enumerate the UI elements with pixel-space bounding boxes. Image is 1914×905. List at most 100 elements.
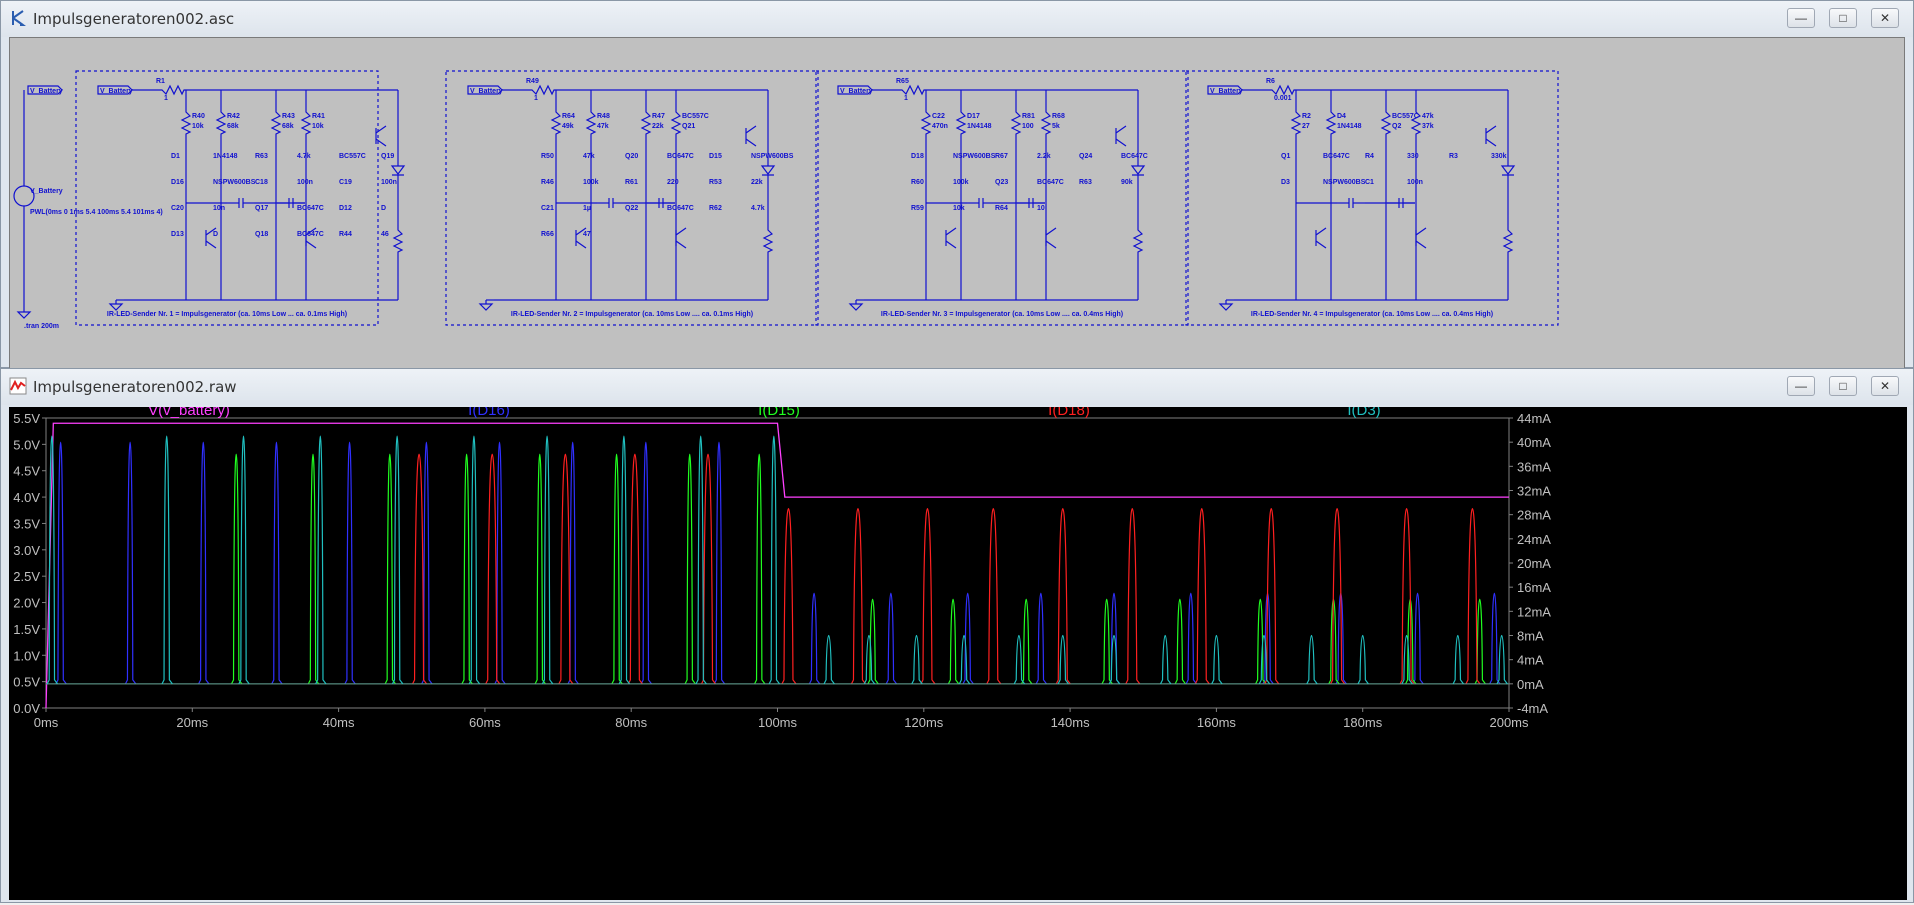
component-label: R63 bbox=[1079, 179, 1092, 186]
component-label: R62 bbox=[709, 205, 722, 212]
y-right-tick-label: -4mA bbox=[1517, 701, 1548, 716]
y-left-tick-label: 4.0V bbox=[13, 490, 40, 505]
resistor-symbol bbox=[1132, 226, 1144, 254]
close-button[interactable]: ✕ bbox=[1871, 8, 1899, 28]
trace-i-d16- bbox=[55, 441, 1501, 685]
pulse bbox=[958, 634, 971, 685]
component-label: BC647C bbox=[1121, 153, 1148, 160]
close-button[interactable]: ✕ bbox=[1871, 376, 1899, 396]
component-label: R60 bbox=[911, 179, 924, 186]
component-label: R46 bbox=[541, 179, 554, 186]
transistor-symbol bbox=[1045, 227, 1057, 249]
net-label-flag bbox=[1207, 85, 1243, 95]
resistor-symbol bbox=[550, 108, 562, 136]
component-label: BC557C bbox=[1392, 113, 1419, 120]
component-label: R64 bbox=[562, 113, 575, 120]
component-label: D18 bbox=[911, 153, 924, 160]
component-label: 1 bbox=[904, 95, 908, 102]
pulse bbox=[384, 453, 396, 685]
pulse bbox=[920, 508, 936, 685]
pulse bbox=[1125, 508, 1141, 685]
waveform-chart[interactable]: V(v_battery)I(D16)I(D15)I(D18)I(D3)0.0V0… bbox=[9, 402, 1907, 900]
plot-window: Impulsgeneratoren002.raw — □ ✕ V(v_batte… bbox=[0, 368, 1914, 903]
component-label: BC557C bbox=[682, 113, 709, 120]
pulse bbox=[911, 634, 923, 685]
pulse bbox=[713, 441, 726, 685]
component-label: R67 bbox=[995, 153, 1008, 160]
tran-directive: .tran 200m bbox=[24, 323, 59, 330]
ground-symbol bbox=[16, 308, 32, 319]
component-label: 2.2k bbox=[1037, 153, 1051, 160]
component-label: D16 bbox=[171, 179, 184, 186]
x-tick-label: 20ms bbox=[176, 715, 208, 730]
maximize-button[interactable]: □ bbox=[1829, 8, 1857, 28]
y-left-tick-label: 5.0V bbox=[13, 437, 40, 452]
component-label: R53 bbox=[709, 179, 722, 186]
component-label: R42 bbox=[227, 113, 240, 120]
component-label: R1 bbox=[156, 78, 165, 85]
component-label: 68k bbox=[282, 123, 294, 130]
y-right-tick-label: 24mA bbox=[1517, 532, 1551, 547]
y-left-tick-label: 2.0V bbox=[13, 596, 40, 611]
resistor-symbol bbox=[762, 226, 774, 254]
y-right-tick-label: 20mA bbox=[1517, 556, 1551, 571]
pulse bbox=[1465, 508, 1481, 685]
minimize-button[interactable]: — bbox=[1787, 8, 1815, 28]
component-label: R81 bbox=[1022, 113, 1035, 120]
net-label-flag bbox=[467, 85, 503, 95]
transistor-symbol bbox=[1415, 227, 1427, 249]
pulse bbox=[46, 435, 58, 685]
pulse bbox=[391, 435, 404, 685]
pulse bbox=[541, 435, 554, 685]
pulse bbox=[1108, 592, 1121, 685]
component-label: R48 bbox=[597, 113, 610, 120]
pwl-value: PWL(0ms 0 1ms 5.4 100ms 5.4 101ms 4) bbox=[30, 209, 163, 216]
component-label: R68 bbox=[1052, 113, 1065, 120]
pulse bbox=[230, 453, 243, 685]
component-label: NSPW600BS bbox=[213, 179, 256, 186]
component-label: 100k bbox=[583, 179, 599, 186]
y-left-tick-label: 5.5V bbox=[13, 411, 40, 426]
net-label: V_Battery bbox=[30, 88, 63, 95]
pulse bbox=[55, 441, 67, 685]
plot-title: Impulsgeneratoren002.raw bbox=[33, 378, 237, 396]
pulse bbox=[695, 435, 707, 685]
x-tick-label: 60ms bbox=[469, 715, 501, 730]
pulse bbox=[1399, 508, 1415, 685]
pulse bbox=[494, 441, 506, 685]
transistor-symbol bbox=[675, 227, 687, 249]
pulse bbox=[986, 508, 1002, 685]
y-right-tick-label: 32mA bbox=[1517, 484, 1551, 499]
minimize-button[interactable]: — bbox=[1787, 376, 1815, 396]
transistor-symbol bbox=[575, 227, 587, 249]
maximize-button[interactable]: □ bbox=[1829, 376, 1857, 396]
component-label: 10k bbox=[953, 205, 965, 212]
component-label: 46 bbox=[381, 231, 389, 238]
component-label: 1 bbox=[534, 95, 538, 102]
pulse bbox=[485, 453, 501, 685]
pulse bbox=[754, 453, 766, 685]
component-label: 47k bbox=[1422, 113, 1434, 120]
component-label: D1 bbox=[171, 153, 180, 160]
component-label: R2 bbox=[1302, 113, 1311, 120]
circuit-caption: IR-LED-Sender Nr. 2 = Impulsgenerator (c… bbox=[511, 311, 753, 318]
pulse bbox=[198, 441, 210, 685]
transistor-symbol bbox=[1315, 227, 1327, 249]
schematic-titlebar[interactable]: Impulsgeneratoren002.asc — □ ✕ bbox=[1, 1, 1913, 37]
pulse bbox=[618, 435, 631, 685]
y-left-tick-label: 0.0V bbox=[13, 701, 40, 716]
component-label: R41 bbox=[312, 113, 325, 120]
resistor-symbol bbox=[270, 108, 282, 136]
ground-symbol bbox=[478, 300, 494, 311]
resistor-symbol bbox=[1040, 108, 1052, 136]
x-tick-label: 180ms bbox=[1343, 715, 1383, 730]
component-label: 37k bbox=[1422, 123, 1434, 130]
pulse bbox=[1357, 634, 1369, 685]
plot-titlebar[interactable]: Impulsgeneratoren002.raw — □ ✕ bbox=[1, 369, 1913, 405]
resistor-symbol bbox=[585, 108, 597, 136]
component-label: C22 bbox=[932, 113, 945, 120]
component-label: 10 bbox=[1037, 205, 1045, 212]
circuit-block-border bbox=[75, 70, 379, 326]
pulse bbox=[1035, 592, 1047, 685]
